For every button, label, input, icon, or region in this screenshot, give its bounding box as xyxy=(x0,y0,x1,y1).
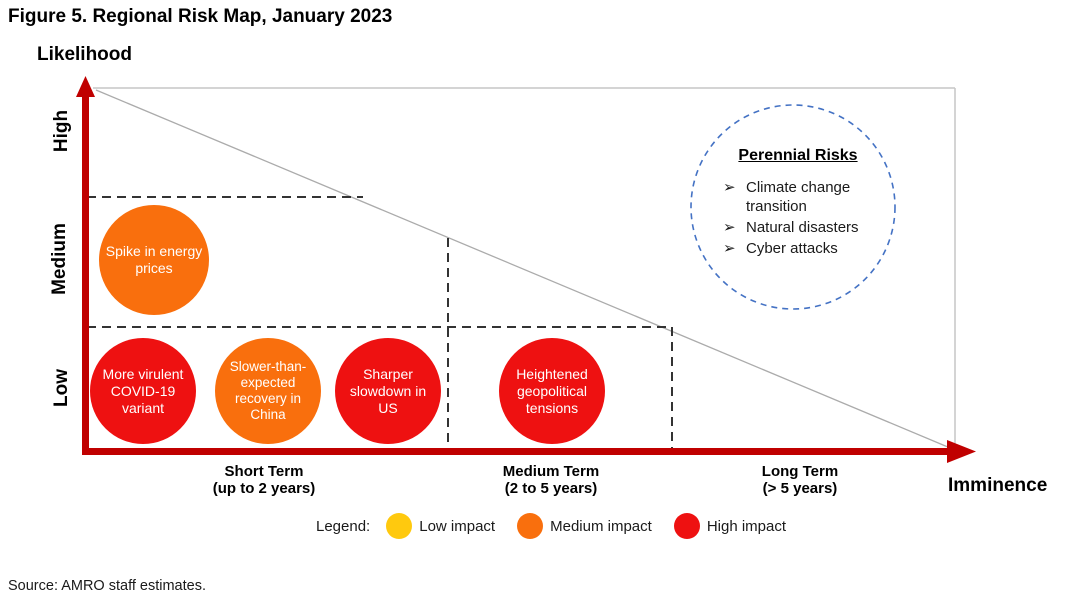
legend-item-label: Medium impact xyxy=(550,517,652,535)
x-tick-range: (up to 2 years) xyxy=(212,480,316,497)
legend: Legend: Low impact Medium impact High im… xyxy=(316,513,808,539)
y-tick-low: Low xyxy=(51,369,72,407)
perennial-item-label: Cyber attacks xyxy=(746,240,838,257)
perennial-risks-group: Perennial Risks ➢ Climate change transit… xyxy=(716,147,880,260)
high-impact-dot-icon xyxy=(673,513,700,539)
x-tick-range: (> 5 years) xyxy=(762,480,838,497)
x-axis-line xyxy=(82,448,950,455)
x-tick-label: Short Term xyxy=(224,463,304,480)
x-axis-arrowhead-icon xyxy=(947,440,976,463)
arrow-bullet-icon: ➢ xyxy=(723,240,736,257)
bubble-spike-in-energy-prices: Spike in energy prices xyxy=(99,205,209,315)
perennial-risks-title: Perennial Risks xyxy=(738,147,858,164)
x-tick-short-term: Short Term (up to 2 years) xyxy=(169,463,359,497)
perennial-item: ➢ Cyber attacks xyxy=(716,239,880,258)
x-tick-long-term: Long Term (> 5 years) xyxy=(705,463,895,497)
bubble-label: Spike in energy prices xyxy=(105,243,203,276)
bubble-slower-recovery-china: Slower-than-expected recovery in China xyxy=(215,338,321,444)
y-tick-medium: Medium xyxy=(49,223,70,295)
legend-label: Legend: xyxy=(316,517,371,535)
legend-item-label: Low impact xyxy=(419,517,496,535)
y-tick-high: High xyxy=(51,109,72,153)
bubble-label: More virulent COVID-19 variant xyxy=(102,365,184,416)
bubble-label: Heightened geopolitical tensions xyxy=(516,365,588,416)
legend-item-label: High impact xyxy=(706,517,787,535)
figure-title: Figure 5. Regional Risk Map, January 202… xyxy=(8,6,393,27)
bubble-more-virulent-covid19-variant: More virulent COVID-19 variant xyxy=(90,338,196,444)
y-axis-title: Likelihood xyxy=(37,44,132,65)
x-tick-label: Medium Term xyxy=(502,463,600,480)
bubble-label: Sharper slowdown in US xyxy=(349,365,427,416)
arrow-bullet-icon: ➢ xyxy=(723,219,736,236)
x-tick-medium-term: Medium Term (2 to 5 years) xyxy=(456,463,646,497)
bubble-heightened-geopolitical-tensions: Heightened geopolitical tensions xyxy=(499,338,605,444)
diagonal-line xyxy=(95,89,956,451)
y-axis-arrowhead-icon xyxy=(76,76,95,97)
x-tick-label: Long Term xyxy=(761,463,839,480)
perennial-item-label: Climate change transition xyxy=(746,179,851,215)
perennial-item-label: Natural disasters xyxy=(746,219,859,236)
y-axis-line xyxy=(82,94,89,452)
legend-item-low-impact: Low impact xyxy=(386,513,495,539)
legend-item-medium-impact: Medium impact xyxy=(517,513,652,539)
perennial-item: ➢ Natural disasters xyxy=(716,218,880,237)
perennial-item: ➢ Climate change transition xyxy=(716,178,880,216)
x-axis-title: Imminence xyxy=(948,475,1048,496)
arrow-bullet-icon: ➢ xyxy=(723,179,736,196)
bubble-label: Slower-than-expected recovery in China xyxy=(229,359,307,422)
legend-item-high-impact: High impact xyxy=(673,513,787,539)
x-tick-range: (2 to 5 years) xyxy=(504,480,598,497)
perennial-dashed-circle xyxy=(690,104,896,310)
source-note: Source: AMRO staff estimates. xyxy=(8,578,206,594)
low-impact-dot-icon xyxy=(386,513,413,539)
bubble-sharper-slowdown-us: Sharper slowdown in US xyxy=(335,338,441,444)
medium-impact-dot-icon xyxy=(517,513,544,539)
